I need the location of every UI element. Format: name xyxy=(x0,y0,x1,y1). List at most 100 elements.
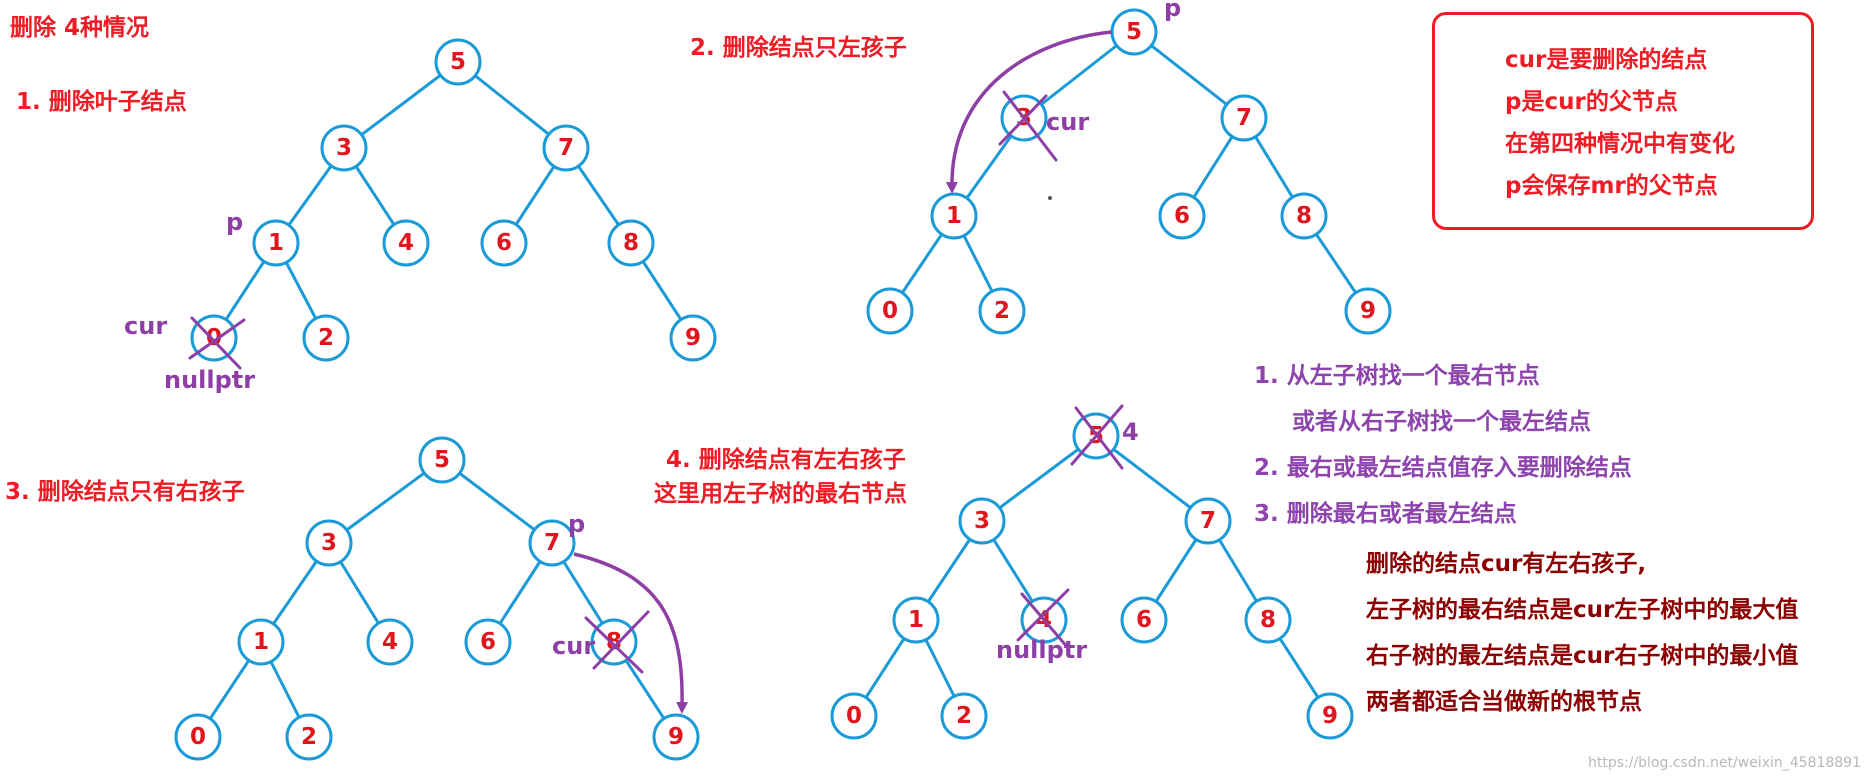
tree-node: 5 xyxy=(418,436,466,484)
svg-text:6: 6 xyxy=(1174,203,1190,229)
svg-text:0: 0 xyxy=(846,703,862,729)
tree-node: 2 xyxy=(940,692,988,740)
svg-text:9: 9 xyxy=(668,724,684,750)
step-1-alt: 或者从右子树找一个最左结点 xyxy=(1292,409,1591,435)
step-1: 1. 从左子树找一个最右节点 xyxy=(1254,363,1540,389)
tree-node: 9 xyxy=(669,314,717,362)
svg-text:2: 2 xyxy=(956,703,972,729)
delete-cross-mark xyxy=(584,616,644,674)
note-line: p是cur的父节点 xyxy=(1505,89,1678,115)
note-line: p会保存mr的父节点 xyxy=(1505,173,1718,199)
tree-node: 2 xyxy=(302,314,350,362)
case1-tree: 5 3 7 1 4 6 8 0 2 9 p cur nullptr xyxy=(124,38,717,394)
svg-text:7: 7 xyxy=(544,530,560,556)
cur-label: cur xyxy=(124,312,167,340)
svg-text:1: 1 xyxy=(253,629,269,655)
tree-node: 0 xyxy=(830,692,878,740)
nullptr-label: nullptr xyxy=(996,636,1087,664)
tree-node: 3 xyxy=(958,497,1006,545)
svg-text:6: 6 xyxy=(1136,607,1152,633)
svg-text:0: 0 xyxy=(882,298,898,324)
cur-label: cur xyxy=(552,632,595,660)
tree-node: 1 xyxy=(237,618,285,666)
tree-node-deleted: 8 xyxy=(590,618,638,666)
tree-node: 5 xyxy=(434,38,482,86)
case3-heading: 3. 删除结点只有右孩子 xyxy=(5,479,245,505)
explanation-line: 删除的结点cur有左右孩子, xyxy=(1366,551,1647,577)
case1-heading: 1. 删除叶子结点 xyxy=(16,89,187,115)
p-label: p xyxy=(226,208,243,236)
tree-node: 4 xyxy=(366,618,414,666)
cur-label: cur xyxy=(1046,108,1089,136)
svg-text:7: 7 xyxy=(558,135,574,161)
svg-text:4: 4 xyxy=(398,230,414,256)
tree-node: 6 xyxy=(1158,192,1206,240)
svg-text:6: 6 xyxy=(496,230,512,256)
explanation-line: 左子树的最右结点是cur左子树中的最大值 xyxy=(1366,597,1799,623)
svg-text:5: 5 xyxy=(1126,19,1142,45)
tree-node: 1 xyxy=(252,219,300,267)
step-3: 3. 删除最右或者最左结点 xyxy=(1254,501,1517,527)
nullptr-label: nullptr xyxy=(164,366,255,394)
tree-node: 8 xyxy=(607,219,655,267)
svg-text:1: 1 xyxy=(946,203,962,229)
tree-node: 8 xyxy=(1244,596,1292,644)
svg-text:3: 3 xyxy=(336,135,352,161)
tree-node: 6 xyxy=(464,618,512,666)
tree-node: 7 xyxy=(542,124,590,172)
definition-note-box: cur是要删除的结点 p是cur的父节点 在第四种情况中有变化 p会保存mr的父… xyxy=(1432,12,1814,230)
tree-node: 6 xyxy=(480,219,528,267)
watermark: https://blog.csdn.net/weixin_45818891 xyxy=(1587,755,1861,771)
case3-tree: 5 3 7 1 4 6 8 0 2 9 p cur xyxy=(174,436,700,761)
svg-text:1: 1 xyxy=(268,230,284,256)
case4-heading-line2: 这里用左子树的最右节点 xyxy=(654,481,907,507)
p-label: p xyxy=(1164,0,1181,22)
tree-node: 7 xyxy=(1220,94,1268,142)
tree-node: 0 xyxy=(174,713,222,761)
svg-text:9: 9 xyxy=(1322,703,1338,729)
tree-node: 4 xyxy=(382,219,430,267)
tree-node: 2 xyxy=(285,713,333,761)
note-line: cur是要删除的结点 xyxy=(1505,47,1708,73)
svg-text:0: 0 xyxy=(190,724,206,750)
svg-text:2: 2 xyxy=(318,325,334,351)
note-line: 在第四种情况中有变化 xyxy=(1505,131,1735,157)
replacement-value-label: 4 xyxy=(1122,418,1139,446)
tree-node: 9 xyxy=(1344,287,1392,335)
tree-node: 8 xyxy=(1280,192,1328,240)
tree-node: 3 xyxy=(305,519,353,567)
tree-node: 6 xyxy=(1120,596,1168,644)
svg-text:8: 8 xyxy=(623,230,639,256)
svg-text:5: 5 xyxy=(450,49,466,75)
svg-text:6: 6 xyxy=(480,629,496,655)
svg-text:2: 2 xyxy=(301,724,317,750)
tree-node: 5 xyxy=(1110,8,1158,56)
tree-node: 7 xyxy=(528,519,576,567)
tree-node: 7 xyxy=(1184,497,1232,545)
delete-cross-mark xyxy=(1074,406,1124,470)
case4-heading-line1: 4. 删除结点有左右孩子 xyxy=(666,447,906,473)
svg-text:1: 1 xyxy=(908,607,924,633)
delete-cross-mark xyxy=(1020,592,1070,650)
svg-text:8: 8 xyxy=(1296,203,1312,229)
move-arrow xyxy=(573,552,689,714)
p-label: p xyxy=(568,510,585,538)
tree-node: 9 xyxy=(652,713,700,761)
svg-text:4: 4 xyxy=(382,629,398,655)
svg-text:2: 2 xyxy=(994,298,1010,324)
case2-heading: 2. 删除结点只左孩子 xyxy=(690,35,907,61)
tree-node: 1 xyxy=(892,596,940,644)
tree-node: 2 xyxy=(978,287,1026,335)
svg-text:3: 3 xyxy=(974,508,990,534)
move-arrow xyxy=(945,30,1113,194)
tree-node: 3 xyxy=(320,124,368,172)
page-title: 删除 4种情况 xyxy=(10,15,150,41)
svg-text:9: 9 xyxy=(1360,298,1376,324)
svg-text:5: 5 xyxy=(434,447,450,473)
explanation-line: 两者都适合当做新的根节点 xyxy=(1366,689,1642,715)
delete-cross-mark xyxy=(190,316,242,370)
svg-text:3: 3 xyxy=(321,530,337,556)
case2-tree: 5 3 7 1 6 8 0 2 9 p cur xyxy=(866,0,1392,335)
delete-cross-mark xyxy=(1002,90,1058,162)
explanation-line: 右子树的最左结点是cur右子树中的最小值 xyxy=(1366,643,1799,669)
